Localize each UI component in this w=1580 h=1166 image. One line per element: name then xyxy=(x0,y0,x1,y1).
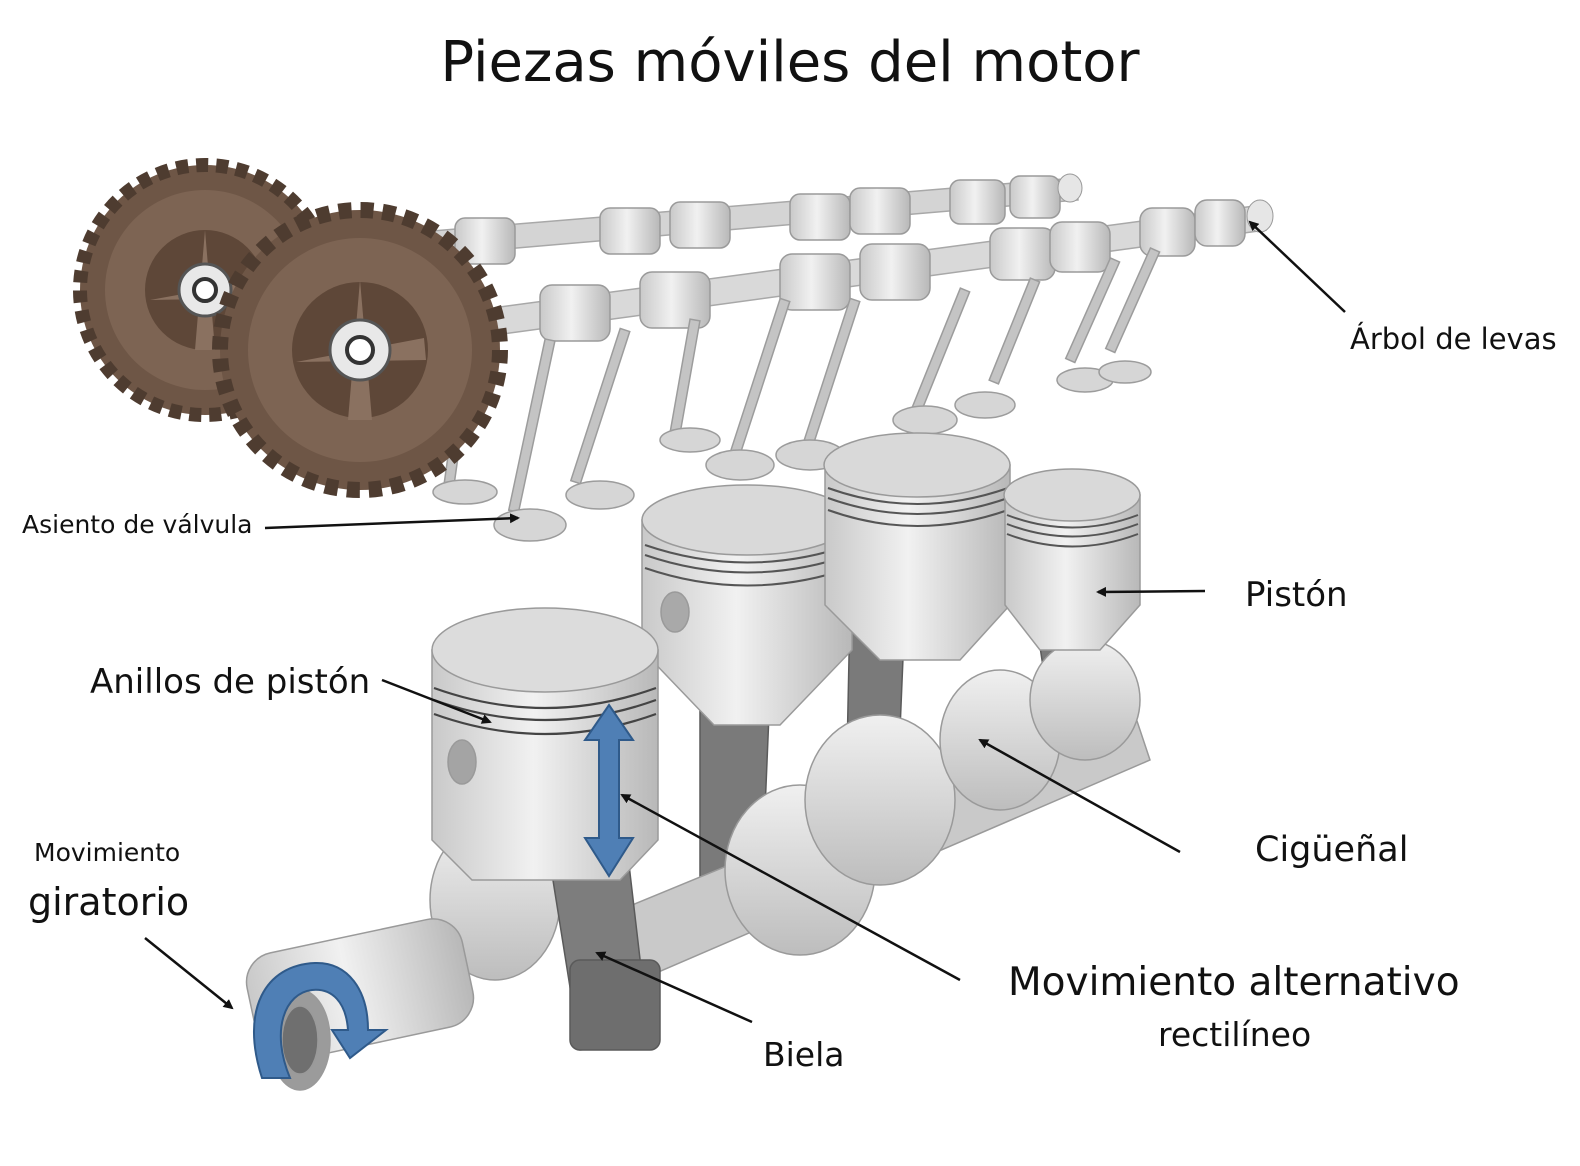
label-movimiento-alternativo: Movimiento alternativo xyxy=(1008,960,1460,1005)
label-anillos-de-piston: Anillos de pistón xyxy=(90,662,371,702)
leader-movimiento-alternativo xyxy=(620,793,961,982)
label-arbol-de-levas: Árbol de levas xyxy=(1350,322,1557,356)
label-ciguenal: Cigüeñal xyxy=(1255,830,1409,870)
label-movimiento: Movimiento xyxy=(34,838,181,867)
leader-arbol-de-levas xyxy=(1248,220,1346,313)
leader-piston xyxy=(1096,586,1206,597)
leader-lines xyxy=(144,220,1346,1024)
page-title: Piezas móviles del motor xyxy=(440,30,1140,95)
leader-anillos-de-piston xyxy=(381,678,492,724)
camshaft-front xyxy=(439,199,1274,343)
leader-ciguenal xyxy=(978,738,1181,854)
front-connecting-rod xyxy=(544,829,661,1051)
leader-asiento-de-valvula xyxy=(264,513,520,530)
leader-movimiento-giratorio xyxy=(144,937,234,1010)
crankshaft xyxy=(245,639,1151,1091)
label-asiento-de-valvula: Asiento de válvula xyxy=(22,510,253,539)
rotation-arrow xyxy=(253,961,389,1079)
label-piston: Pistón xyxy=(1245,575,1348,615)
label-giratorio: giratorio xyxy=(28,880,190,924)
label-biela: Biela xyxy=(763,1035,845,1074)
leader-biela xyxy=(595,951,753,1024)
reciprocating-arrow xyxy=(583,703,635,878)
cam-gear-front xyxy=(212,202,508,498)
pistons-back xyxy=(641,432,1141,726)
camshaft-rear xyxy=(419,173,1083,265)
label-rectilineo: rectilíneo xyxy=(1158,1015,1312,1054)
